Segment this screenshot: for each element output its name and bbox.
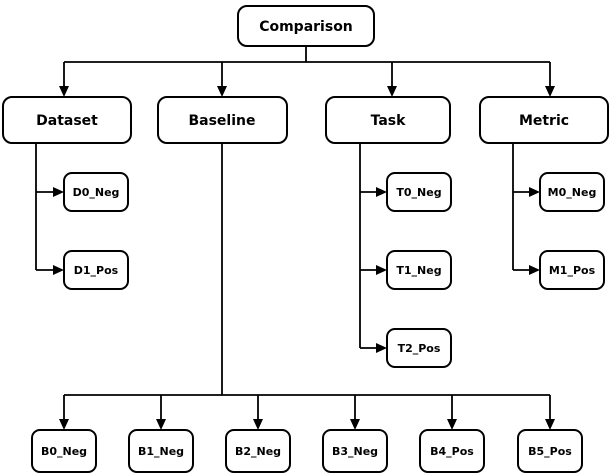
arrowhead-d1 <box>53 265 64 275</box>
node-b2-neg-box[interactable] <box>225 429 291 473</box>
arrowhead-b4 <box>447 419 457 430</box>
node-comparison-label: Comparison <box>259 19 353 35</box>
node-d1-pos[interactable]: D1_Pos <box>63 250 129 290</box>
node-b2-neg[interactable]: B2_Neg <box>225 429 291 473</box>
node-m0-neg[interactable]: M0_Neg <box>539 172 605 212</box>
edges-dataset-to-leaves <box>35 143 64 275</box>
arrowhead-m0 <box>529 187 540 197</box>
node-baseline[interactable]: Baseline <box>157 96 288 144</box>
node-b3-neg-box[interactable] <box>322 429 388 473</box>
arrowhead-t1 <box>376 265 387 275</box>
node-b4-pos-label: B4_Pos <box>430 445 474 458</box>
node-m1-pos-box[interactable] <box>539 250 605 290</box>
node-baseline-box[interactable] <box>157 96 288 144</box>
edges-task-to-leaves <box>359 143 387 353</box>
node-m1-pos[interactable]: M1_Pos <box>539 250 605 290</box>
edges-root-to-categories <box>59 46 555 97</box>
node-dataset[interactable]: Dataset <box>2 96 132 144</box>
node-b0-neg-box[interactable] <box>31 429 97 473</box>
node-t0-neg[interactable]: T0_Neg <box>386 172 452 212</box>
arrowhead-t0 <box>376 187 387 197</box>
node-d0-neg-box[interactable] <box>63 172 129 212</box>
arrowhead-dataset <box>59 86 69 97</box>
edges-baseline-to-leaves <box>59 143 555 430</box>
arrowhead-b5 <box>545 419 555 430</box>
node-b5-pos-label: B5_Pos <box>528 445 572 458</box>
edges-metric-to-leaves <box>512 143 540 275</box>
node-d1-pos-box[interactable] <box>63 250 129 290</box>
node-baseline-label: Baseline <box>188 113 255 129</box>
node-metric-box[interactable] <box>479 96 609 144</box>
arrowhead-b1 <box>156 419 166 430</box>
node-t2-pos-box[interactable] <box>386 328 452 368</box>
node-b0-neg[interactable]: B0_Neg <box>31 429 97 473</box>
node-t1-neg-box[interactable] <box>386 250 452 290</box>
node-comparison[interactable]: Comparison <box>237 5 375 47</box>
node-b2-neg-label: B2_Neg <box>235 445 281 458</box>
node-metric[interactable]: Metric <box>479 96 609 144</box>
node-t0-neg-box[interactable] <box>386 172 452 212</box>
node-m1-pos-label: M1_Pos <box>549 264 596 277</box>
node-b3-neg[interactable]: B3_Neg <box>322 429 388 473</box>
arrowhead-baseline <box>217 86 227 97</box>
node-t0-neg-label: T0_Neg <box>396 186 441 199</box>
arrowhead-b3 <box>350 419 360 430</box>
node-comparison-box[interactable] <box>237 5 375 47</box>
node-t1-neg[interactable]: T1_Neg <box>386 250 452 290</box>
arrowhead-b2 <box>253 419 263 430</box>
node-task[interactable]: Task <box>325 96 451 144</box>
node-d1-pos-label: D1_Pos <box>74 264 119 277</box>
node-t1-neg-label: T1_Neg <box>396 264 441 277</box>
node-d0-neg-label: D0_Neg <box>73 186 120 199</box>
node-b5-pos[interactable]: B5_Pos <box>517 429 583 473</box>
node-b3-neg-label: B3_Neg <box>332 445 378 458</box>
node-task-label: Task <box>371 113 407 129</box>
node-metric-label: Metric <box>519 113 569 129</box>
arrowhead-task <box>387 86 397 97</box>
node-b1-neg-box[interactable] <box>128 429 194 473</box>
arrowhead-b0 <box>59 419 69 430</box>
node-b4-pos-box[interactable] <box>419 429 485 473</box>
arrowhead-t2 <box>376 343 387 353</box>
arrowhead-metric <box>545 86 555 97</box>
node-m0-neg-box[interactable] <box>539 172 605 212</box>
node-b4-pos[interactable]: B4_Pos <box>419 429 485 473</box>
arrowhead-d0 <box>53 187 64 197</box>
node-b0-neg-label: B0_Neg <box>41 445 87 458</box>
node-dataset-label: Dataset <box>36 113 98 129</box>
node-task-box[interactable] <box>325 96 451 144</box>
node-d0-neg[interactable]: D0_Neg <box>63 172 129 212</box>
node-b1-neg[interactable]: B1_Neg <box>128 429 194 473</box>
node-t2-pos-label: T2_Pos <box>398 342 441 355</box>
node-t2-pos[interactable]: T2_Pos <box>386 328 452 368</box>
node-b1-neg-label: B1_Neg <box>138 445 184 458</box>
arrowhead-m1 <box>529 265 540 275</box>
node-dataset-box[interactable] <box>2 96 132 144</box>
node-b5-pos-box[interactable] <box>517 429 583 473</box>
node-m0-neg-label: M0_Neg <box>548 186 597 199</box>
